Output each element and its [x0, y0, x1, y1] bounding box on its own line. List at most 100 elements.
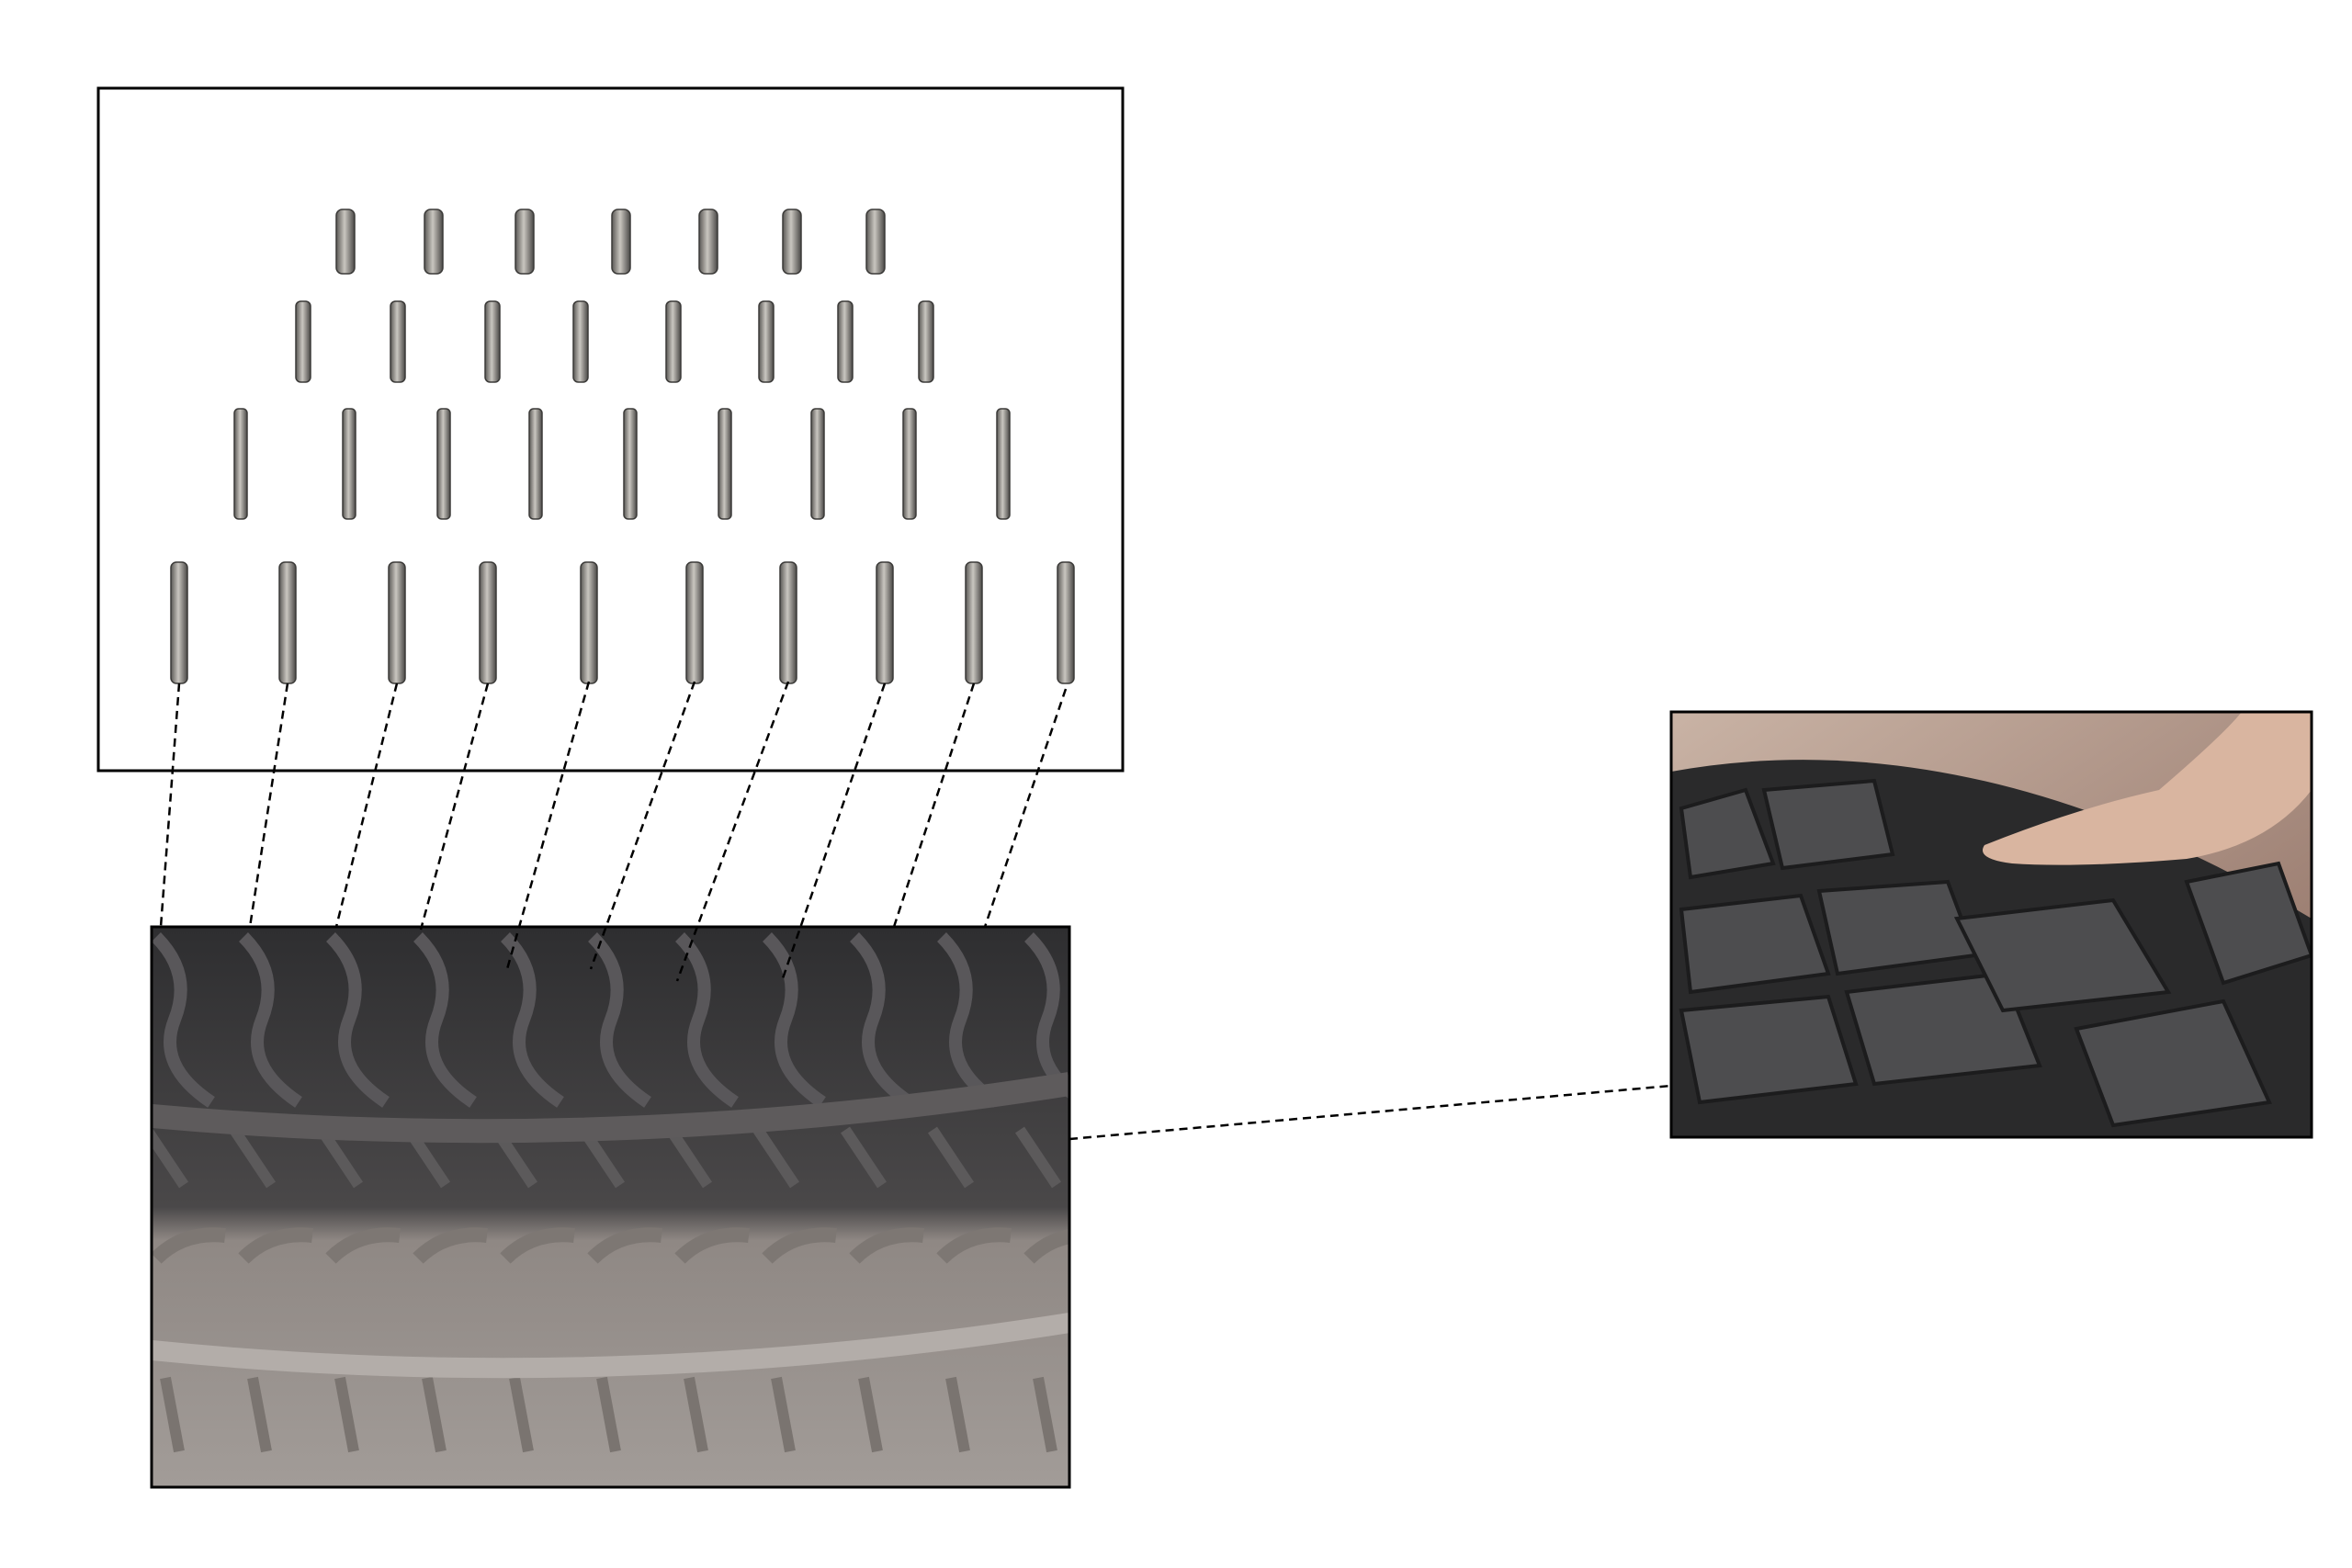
mold-rib	[674, 932, 739, 1108]
tire-mold-photo	[150, 925, 1185, 1489]
connector-lines	[159, 681, 1672, 1141]
mold-groove	[684, 1376, 708, 1453]
tread-block	[1679, 994, 1859, 1105]
mold-rib	[152, 932, 215, 1108]
mold-groove	[152, 1227, 226, 1264]
vent-pin	[278, 561, 297, 684]
mold-groove	[1125, 1378, 1139, 1451]
mold-groove	[945, 1376, 970, 1453]
vent-pin	[611, 209, 631, 275]
vent-pin	[623, 408, 638, 520]
mold-groove	[1033, 1376, 1057, 1453]
mold-groove	[936, 1227, 1012, 1264]
mold-rib	[152, 1126, 188, 1189]
vent-pin	[810, 408, 825, 520]
mold-groove	[858, 1376, 883, 1453]
mold-rib	[762, 932, 826, 1108]
mold-rib	[500, 932, 564, 1108]
vent-connector-line	[334, 682, 399, 928]
mold-rib	[325, 932, 390, 1108]
vent-pin	[335, 209, 356, 275]
mold-rib	[666, 1126, 712, 1189]
mold-groove	[238, 1227, 313, 1264]
vent-pin	[685, 561, 704, 684]
mold-rib	[936, 932, 1001, 1108]
vent-pin	[996, 408, 1011, 520]
mold-groove	[1116, 1235, 1185, 1258]
mold-groove	[500, 1227, 575, 1264]
vent-connector-line	[780, 682, 887, 982]
vent-pin	[479, 561, 497, 684]
vent-pin	[233, 408, 248, 520]
vent-connector-line	[675, 681, 790, 982]
mold-rib	[849, 932, 913, 1108]
vent-pin	[514, 209, 535, 275]
vent-connector-line	[892, 682, 976, 928]
mold-rib	[753, 1126, 799, 1189]
mold-groove	[849, 1227, 924, 1264]
vent-connector-line	[505, 681, 591, 970]
vent-pin	[170, 561, 188, 684]
vent-pins-frame	[96, 86, 1125, 773]
tread-block	[2074, 998, 2272, 1128]
mold-rib	[238, 932, 302, 1108]
mold-groove	[160, 1376, 185, 1453]
mold-groove	[509, 1376, 534, 1453]
mold-groove	[413, 1227, 488, 1264]
mold-groove	[334, 1376, 359, 1453]
mold-groove	[762, 1227, 837, 1264]
vent-pin	[580, 561, 598, 684]
vent-pin	[865, 209, 886, 275]
vent-pin	[718, 408, 732, 520]
vent-pins-photo	[96, 86, 1125, 773]
tread-block	[1679, 787, 1776, 880]
vent-pin	[390, 300, 406, 383]
mold-groove	[247, 1376, 272, 1453]
mold-to-tire-connector-line	[1069, 1084, 1672, 1141]
vent-pin	[876, 561, 894, 684]
tire-tread-blocks	[1679, 778, 2312, 1128]
tread-block	[1844, 971, 2042, 1087]
tread-block	[1761, 778, 1895, 871]
vent-pin	[902, 408, 917, 520]
mold-rib	[230, 1126, 276, 1189]
mold-groove	[1023, 1228, 1069, 1264]
vent-pin	[837, 300, 854, 383]
tread-block	[1816, 879, 1978, 976]
mold-rib	[841, 1126, 887, 1189]
vent-pin	[965, 561, 983, 684]
tire-frame	[1669, 710, 2313, 1139]
vent-pin	[388, 561, 406, 684]
vent-pin	[424, 209, 444, 275]
vent-pin	[484, 300, 501, 383]
mold-groove	[596, 1376, 621, 1453]
vent-pin	[665, 300, 682, 383]
mold-groove	[771, 1376, 796, 1453]
vent-pin	[1057, 561, 1075, 684]
mold-rib	[413, 932, 477, 1108]
vent-pin	[295, 300, 311, 383]
tire-mold-frame	[150, 925, 1071, 1489]
vent-pin	[528, 408, 543, 520]
vent-pin	[918, 300, 934, 383]
mold-groove	[325, 1227, 401, 1264]
vent-pin	[782, 209, 802, 275]
mold-rib	[1107, 1130, 1144, 1185]
mold-circumferential-rib	[152, 1072, 1069, 1144]
vent-connector-line	[589, 681, 696, 970]
vent-pin	[758, 300, 775, 383]
tread-block	[1679, 893, 1831, 995]
mold-rib	[1116, 937, 1171, 1102]
finger-image	[1983, 712, 2312, 865]
vent-pins-group	[170, 209, 1075, 684]
mold-tread-pattern	[152, 932, 1185, 1453]
mold-rib	[928, 1126, 974, 1189]
mold-groove	[587, 1227, 662, 1264]
vent-pin	[436, 408, 451, 520]
vent-pin	[698, 209, 718, 275]
mold-groove	[674, 1227, 750, 1264]
mold-circumferential-rib	[152, 1313, 1069, 1379]
vent-pin	[779, 561, 797, 684]
tire-photo	[1669, 710, 2313, 1139]
